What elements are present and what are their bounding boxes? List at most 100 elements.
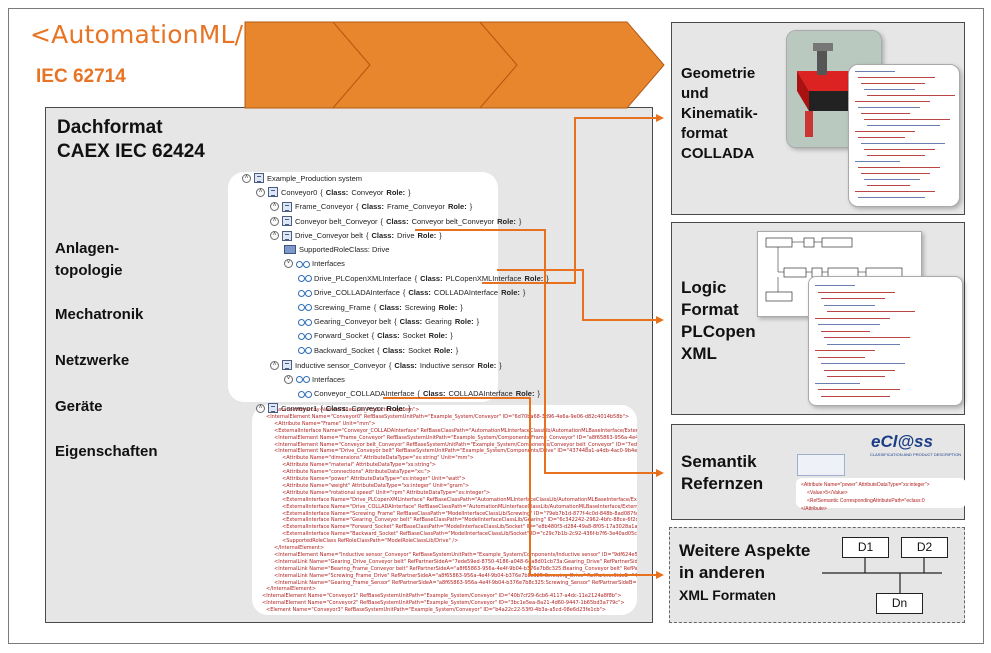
brace: {	[377, 345, 380, 355]
xml-line: <SupportedRoleClass RefRoleClassPath="Mo…	[282, 538, 459, 545]
class-key: Class:	[377, 331, 400, 341]
class-key: Class:	[386, 216, 409, 226]
code-line	[827, 343, 900, 345]
expand-toggle-icon[interactable]: ˄	[270, 202, 279, 212]
xml-line: <Attribute Name="weight" AttributeDataTy…	[282, 482, 470, 489]
brace: }	[469, 202, 473, 212]
brace: }	[499, 360, 502, 370]
code-line	[864, 179, 920, 180]
brace: }	[450, 331, 453, 341]
phase-label-anlagenplanung: Anlagen- planung	[274, 46, 320, 72]
code-line	[867, 125, 940, 126]
expand-toggle-icon[interactable]: ˅	[284, 259, 293, 269]
xml-line: <Attribute Name="dimensions" AttributeDa…	[282, 455, 474, 462]
expand-toggle-icon[interactable]: ˄	[242, 173, 251, 183]
brace: {	[365, 231, 369, 241]
code-line	[864, 149, 935, 150]
code-line	[824, 304, 875, 306]
eclass-logo-subtitle: CLASSIFICATION AND PRODUCT DESCRIPTION	[870, 452, 962, 457]
tree-node-label: Interfaces	[312, 374, 345, 384]
code-line	[815, 382, 860, 384]
eclass-xml-snippet: <Attribute Name="power" AttributeDataTyp…	[796, 478, 966, 512]
class-value: Frame_Conveyor	[386, 202, 445, 212]
expand-toggle-icon[interactable]: ˄	[270, 360, 279, 370]
tree-node[interactable]: Conveyor_COLLADAInterface{Class:COLLADAI…	[298, 389, 540, 398]
phase-label-inbetriebnahme: Inbetriebnahme	[516, 54, 594, 66]
tree-node[interactable]: ˄Conveyor belt_Conveyor{Class:Conveyor b…	[270, 216, 521, 227]
code-line	[855, 101, 930, 102]
internal-element-icon	[254, 173, 264, 183]
brace: {	[394, 317, 397, 326]
tree-node[interactable]: Drive_PLCopenXMLInterface{Class:PLCopenX…	[298, 274, 549, 283]
tree-node[interactable]: Drive_COLLADAInterface{Class:COLLADAInte…	[298, 288, 525, 297]
tree-node-label: Conveyor_COLLADAInterface	[314, 389, 415, 398]
class-key: Class:	[422, 389, 446, 398]
expand-toggle-icon[interactable]: ˄	[256, 187, 265, 197]
brace: {	[414, 273, 418, 283]
role-key: Role:	[501, 288, 520, 298]
xml-line: <InternalLink Name="Gearing_Frame_Sensor…	[274, 579, 637, 586]
code-line	[858, 197, 925, 198]
code-line	[824, 337, 910, 338]
collada-xml-snippet-image	[848, 64, 960, 207]
brace: }	[408, 403, 411, 413]
semantic-title: Semantik Refernzen	[681, 452, 764, 493]
weitere-title-line2: in anderen	[679, 563, 765, 582]
code-line	[821, 395, 890, 397]
tree-node[interactable]: ˄Inductive sensor_Conveyor{Class:Inducti…	[270, 360, 502, 371]
class-key: Class:	[325, 403, 349, 413]
internal-element-icon	[268, 403, 278, 414]
tree-node[interactable]: ˄Example_Production system	[242, 173, 362, 183]
role-key: Role:	[497, 216, 516, 226]
tree-node-label: Drive_COLLADAInterface	[314, 288, 400, 298]
class-key: Class:	[371, 231, 394, 241]
tree-node-label: Conveyor1	[281, 403, 318, 413]
dachformat-title-line2: CAEX IEC 62424	[57, 141, 205, 162]
tree-node[interactable]: ˅Interfaces	[284, 259, 345, 269]
code-line	[855, 131, 915, 132]
code-line	[867, 155, 925, 156]
role-key: Role:	[417, 231, 437, 241]
expand-toggle-icon[interactable]: ˄	[270, 216, 279, 226]
brace: {	[373, 302, 377, 312]
interfaces-folder-icon	[296, 376, 310, 384]
brace: }	[460, 302, 463, 312]
interface-icon	[298, 332, 312, 340]
tree-node-label: Screwing_Frame	[314, 302, 371, 312]
class-key: Class:	[420, 273, 443, 283]
code-line	[867, 95, 955, 96]
tree-node[interactable]: ˅ Interfaces	[284, 374, 345, 384]
tree-node[interactable]: SupportedRoleClass: Drive	[284, 245, 389, 254]
brace: {	[320, 403, 323, 413]
role-key: Role:	[386, 403, 406, 413]
code-line	[827, 376, 885, 377]
expand-toggle-icon[interactable]: ˅	[284, 374, 293, 384]
code-line	[867, 185, 910, 186]
brace: {	[402, 288, 406, 298]
expand-toggle-icon[interactable]: ˄	[256, 403, 265, 413]
aspect-label: Anlagen- topologie	[55, 240, 123, 279]
brace: }	[476, 317, 480, 326]
dachformat-title: Dachformat CAEX IEC 62424	[57, 116, 205, 164]
tree-node-label: SupportedRoleClass: Drive	[299, 245, 390, 254]
role-key: Role:	[447, 202, 467, 212]
tree-node-label: Conveyor0	[281, 187, 318, 197]
brace: }	[522, 288, 526, 298]
brace: }	[455, 345, 459, 355]
internal-element-icon	[282, 360, 292, 371]
expand-toggle-icon[interactable]: ˄	[270, 231, 279, 241]
network-node-d2: D2	[901, 537, 948, 558]
xml-line: <Attribute Name="Frame" Unit="mm">	[274, 420, 376, 427]
code-line	[821, 330, 870, 332]
role-key: Role:	[386, 187, 406, 197]
class-value: Socket	[408, 345, 431, 355]
internal-element-icon	[282, 201, 292, 212]
